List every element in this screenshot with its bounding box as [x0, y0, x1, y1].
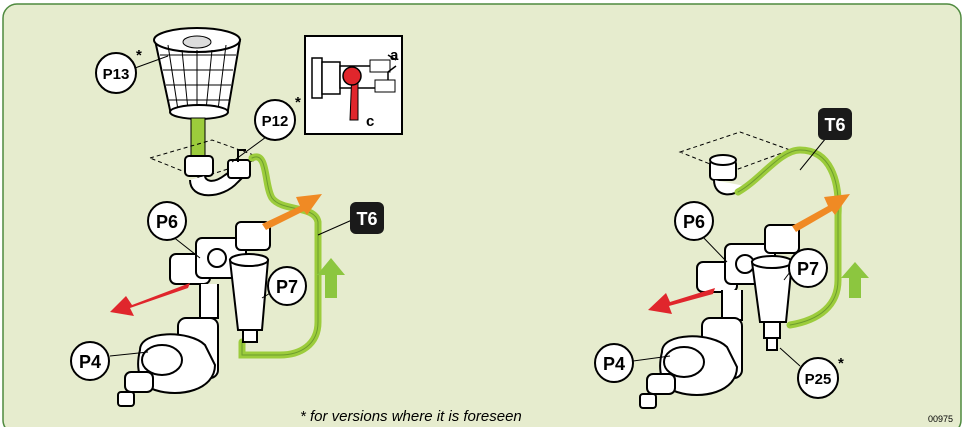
label-p13: P13 * [95, 47, 142, 94]
figure-code: 00975 [928, 414, 954, 424]
label-p4-left: P4 [70, 341, 110, 381]
tag-t6-left: T6 [350, 202, 384, 234]
label-p4-right: P4 [594, 343, 634, 383]
flow-up-arrow-right [841, 262, 869, 298]
label-p25: P25 * [797, 355, 844, 399]
label-p7-left: P7 [267, 266, 307, 306]
svg-text:P7: P7 [797, 259, 819, 279]
label-p12: P12 * [254, 94, 301, 141]
basket-icon [153, 27, 242, 120]
svg-text:T6: T6 [356, 209, 377, 229]
pump-base-icon [117, 317, 219, 407]
svg-text:*: * [838, 355, 844, 372]
label-p6-right: P6 [674, 201, 714, 241]
inflow-arrow-right [792, 194, 850, 232]
filter-assembly-icon [169, 221, 271, 343]
pump-base-right-icon [639, 317, 743, 409]
right-diagram: T6 P6 P7 P4 P25 * [594, 108, 869, 409]
svg-text:P4: P4 [79, 352, 101, 372]
inset-label-c: c [366, 113, 374, 130]
outflow-arrow-right [648, 288, 715, 314]
filter-assembly-right-icon [696, 224, 800, 351]
svg-text:*: * [136, 47, 142, 64]
svg-text:P4: P4 [603, 354, 625, 374]
ground-plate [148, 139, 264, 179]
svg-text:P7: P7 [276, 277, 298, 297]
footnote: * for versions where it is foreseen [300, 408, 522, 425]
inflow-arrow-left [262, 194, 322, 230]
svg-text:P13: P13 [103, 66, 130, 83]
tag-t6-right: T6 [818, 108, 852, 140]
inset-label-a: a [390, 47, 399, 64]
svg-text:P6: P6 [156, 212, 178, 232]
svg-text:*: * [295, 94, 301, 111]
svg-text:P25: P25 [805, 371, 832, 388]
basket-connector-pipe [190, 117, 206, 157]
valve-inset: a c [304, 35, 403, 135]
flow-up-arrow-left [317, 258, 345, 298]
label-p7-right: P7 [788, 248, 828, 288]
left-diagram: a c [70, 27, 403, 407]
outflow-arrow-left [110, 283, 190, 316]
svg-text:P12: P12 [262, 113, 289, 130]
svg-text:T6: T6 [824, 115, 845, 135]
label-p6-left: P6 [147, 201, 187, 241]
svg-text:P6: P6 [683, 212, 705, 232]
